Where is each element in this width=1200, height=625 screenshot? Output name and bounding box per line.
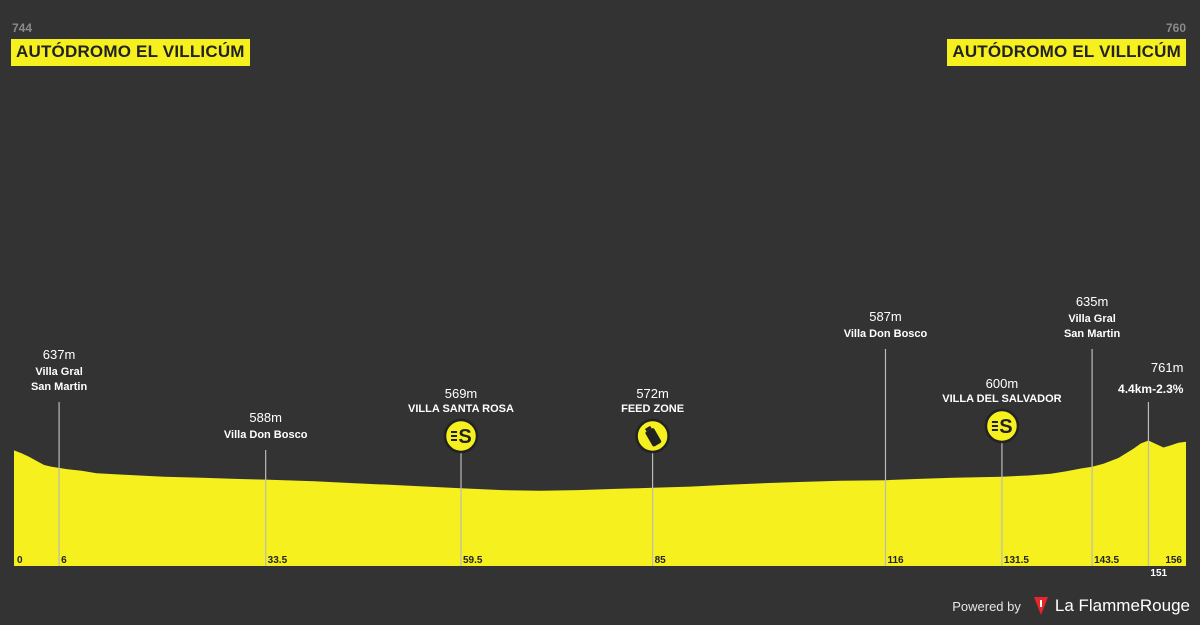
waypoint-km-label: 143.5 bbox=[1094, 555, 1119, 566]
finish-location: AUTÓDROMO EL VILLICÚM bbox=[947, 39, 1186, 66]
sprint-icon-circle bbox=[984, 408, 1020, 444]
waypoint-marker: 761m 4.4km-2.3% 151 bbox=[1118, 360, 1184, 579]
waypoint-km-label: 6 bbox=[61, 555, 67, 566]
waypoint-altitude: 588m bbox=[249, 410, 282, 425]
waypoint-name: VILLA DEL SALVADOR bbox=[942, 393, 1061, 405]
waypoint-altitude: 587m bbox=[869, 309, 902, 324]
waypoint-name-line: San Martin bbox=[31, 381, 88, 393]
waypoint-altitude: 637m bbox=[43, 347, 76, 362]
waypoint-name: 4.4km-2.3% bbox=[1118, 382, 1184, 396]
km-label-start: 0 bbox=[17, 555, 23, 566]
sprint-icon-lines bbox=[451, 431, 458, 441]
powered-by-text: Powered by bbox=[952, 598, 1021, 614]
start-location: AUTÓDROMO EL VILLICÚM bbox=[11, 39, 250, 66]
km-label-end: 156 bbox=[1165, 555, 1182, 566]
sprint-icon-glyph: S bbox=[999, 416, 1012, 438]
waypoint-altitude: 572m bbox=[636, 386, 669, 401]
waypoint-name-line: Villa Gral bbox=[1068, 313, 1116, 325]
bottle-cap bbox=[644, 425, 652, 432]
finish-distance: 760 bbox=[1165, 21, 1186, 35]
waypoint-altitude: 600m bbox=[986, 376, 1019, 391]
bottle-body bbox=[645, 428, 662, 447]
waypoint-km-label: 33.5 bbox=[268, 555, 288, 566]
waypoint-km-label: 85 bbox=[655, 555, 667, 566]
sprint-icon-lines bbox=[991, 421, 998, 431]
waypoint-name-line: San Martin bbox=[1064, 328, 1121, 340]
waypoint-name-line: Villa Don Bosco bbox=[844, 328, 928, 340]
waypoint-altitude: 761m bbox=[1151, 360, 1184, 375]
footer: Powered by La FlammeRouge bbox=[952, 596, 1190, 616]
waypoint-name-line: Villa Gral bbox=[35, 366, 83, 378]
km-label-bg bbox=[1147, 566, 1162, 578]
waypoint-km-label: 131.5 bbox=[1004, 555, 1029, 566]
waypoint-altitude: 569m bbox=[445, 386, 478, 401]
elevation-profile-area bbox=[14, 440, 1186, 566]
waypoint-altitude: 635m bbox=[1076, 294, 1109, 309]
sprint-icon-glyph: S bbox=[458, 426, 471, 448]
waypoint-name-line: Villa Don Bosco bbox=[224, 429, 308, 441]
waypoint-name: VILLA SANTA ROSA bbox=[408, 403, 514, 415]
waypoint-name: FEED ZONE bbox=[621, 403, 684, 415]
sprint-icon-circle bbox=[443, 418, 479, 454]
waypoint-km-label: 116 bbox=[887, 555, 904, 566]
start-distance: 744 bbox=[12, 21, 33, 35]
la-flamme-rouge-logo-icon bbox=[1033, 597, 1048, 615]
brand-name: La FlammeRouge bbox=[1054, 596, 1190, 615]
waypoint-km-label: 59.5 bbox=[463, 555, 483, 566]
waypoint-km-label: 151 bbox=[1150, 568, 1167, 579]
